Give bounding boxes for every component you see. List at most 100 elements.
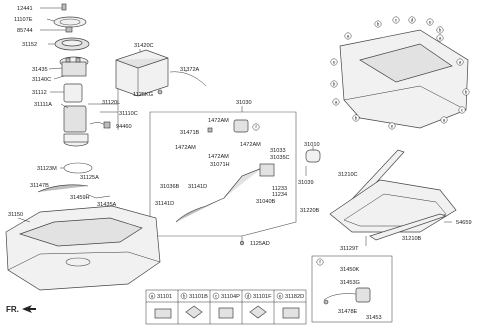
legend-icon-diamond-2 [249, 305, 267, 319]
callout-11233: 11233 [272, 186, 287, 192]
pump-module-group: 12441 11107E 85744 31152 31435 31140C 31… [14, 3, 138, 174]
svg-text:c: c [395, 18, 398, 23]
callout-31478E: 31478E [338, 309, 358, 315]
marker-e-2 [388, 122, 396, 130]
marker-b-4 [330, 80, 338, 88]
legend-part-4: 31182D [285, 294, 304, 300]
canister-group: 31420C 31372A 1125KG [115, 43, 207, 98]
callout-1472AM-b: 1472AM [175, 145, 196, 151]
fuel-cap-31010 [305, 149, 321, 163]
svg-text:a: a [439, 36, 442, 41]
svg-text:e: e [279, 294, 282, 299]
marker-a-5 [332, 98, 340, 106]
callout-54659: 54659 [456, 220, 472, 226]
callout-31459H: 31459H [70, 195, 90, 201]
legend-marker-d [244, 292, 252, 300]
callout-31035C: 31035C [270, 155, 290, 161]
legend-part-1: 31101B [189, 294, 208, 300]
svg-text:a: a [335, 100, 338, 105]
callout-31471B: 31471B [180, 130, 200, 136]
callout-11234: 11234 [272, 192, 287, 198]
svg-text:c: c [215, 294, 218, 299]
legend-icon-rect [154, 308, 172, 319]
callout-1125AD: 1125AD [250, 241, 270, 247]
callout-1472AM-d: 1472AM [240, 142, 261, 148]
svg-text:e: e [333, 60, 336, 65]
callout-31152: 31152 [22, 42, 37, 48]
legend-part-3: 31101F [253, 294, 272, 300]
callout-1125KG: 1125KG [133, 92, 153, 98]
filler-head [259, 163, 275, 177]
seal-ring-11107E [53, 16, 87, 28]
marker-b-5 [436, 26, 444, 34]
callout-31210B: 31210B [402, 236, 422, 242]
callout-11107E: 11107E [14, 17, 33, 23]
marker-a-1 [344, 32, 352, 40]
callout-31039: 31039 [298, 180, 314, 186]
strap-31210B [369, 213, 448, 241]
svg-text:a: a [151, 294, 154, 299]
callout-31147B: 31147B [30, 183, 49, 189]
legend-marker-a [148, 292, 156, 300]
svg-text:f: f [255, 125, 257, 130]
legend-marker-e [276, 292, 284, 300]
svg-text:f: f [319, 260, 321, 265]
legend-part-0: 31101 [157, 294, 172, 300]
heat-shield-31220B [329, 179, 457, 233]
valve-body [233, 119, 249, 133]
legend-part-2: 31104P [221, 294, 240, 300]
strainer-31112 [63, 83, 83, 103]
svg-text:e: e [391, 124, 394, 129]
svg-text:b: b [183, 294, 186, 299]
callout-31150: 31150 [8, 212, 23, 218]
marker-a-3 [456, 58, 464, 66]
callout-31141D-a: 31141D [188, 184, 207, 190]
vent-hose-31372A [169, 71, 207, 87]
marker-a-2 [436, 34, 444, 42]
inset-f-frame [311, 255, 393, 323]
fuel-cap-group: 31010 31039 [298, 142, 321, 186]
pipe-31147B [37, 184, 89, 193]
callout-31033: 31033 [270, 148, 286, 154]
front-label: FR. [6, 305, 19, 314]
callout-31111A: 31111A [34, 102, 52, 108]
callout-31435-top: 31435 [32, 67, 48, 73]
svg-text:b: b [377, 22, 380, 27]
svg-text:b: b [465, 90, 468, 95]
callout-31420C: 31420C [134, 43, 154, 49]
callout-31112: 31112 [32, 90, 47, 96]
marker-c-2 [458, 106, 466, 114]
legend-icon-square [218, 307, 234, 319]
legend-marker-b [180, 292, 188, 300]
marker-f-1 [252, 123, 260, 131]
callout-1472AM-a: 1472AM [208, 118, 229, 124]
callout-31450K: 31450K [340, 267, 360, 273]
callout-31210C: 31210C [338, 172, 358, 178]
callout-31435A: 31435A [97, 202, 117, 208]
callout-31125A: 31125A [80, 175, 99, 181]
filler-neck-group: 31030 1472AM 31471B 1472AM 1472AM 1472AM… [149, 100, 297, 247]
strap-group: 31210C 31220B 31210B 54659 31129T [300, 149, 472, 252]
marker-b-3 [352, 114, 360, 122]
marker-f-inset [316, 258, 324, 266]
callout-12441: 12441 [17, 6, 33, 12]
legend-marker-c [212, 292, 220, 300]
callout-31110C: 31110C [119, 111, 138, 117]
screw-12441 [61, 3, 67, 11]
callout-31010: 31010 [304, 142, 320, 148]
callout-85744: 85744 [17, 28, 33, 34]
legend-icon-rect-2 [282, 307, 300, 319]
gasket-31123M [63, 162, 93, 174]
callout-31140C: 31140C [32, 77, 51, 83]
pump-body-31111A [63, 105, 87, 133]
callout-31141D-b: 31141D [155, 201, 174, 207]
marker-a-4 [440, 116, 448, 124]
callout-31372A: 31372A [180, 67, 200, 73]
callout-31129T: 31129T [340, 246, 359, 252]
marker-c-1 [392, 16, 400, 24]
callout-31123M: 31123M [37, 166, 57, 172]
svg-text:d: d [411, 18, 414, 23]
svg-text:b: b [355, 116, 358, 121]
marker-d-1 [408, 16, 416, 24]
